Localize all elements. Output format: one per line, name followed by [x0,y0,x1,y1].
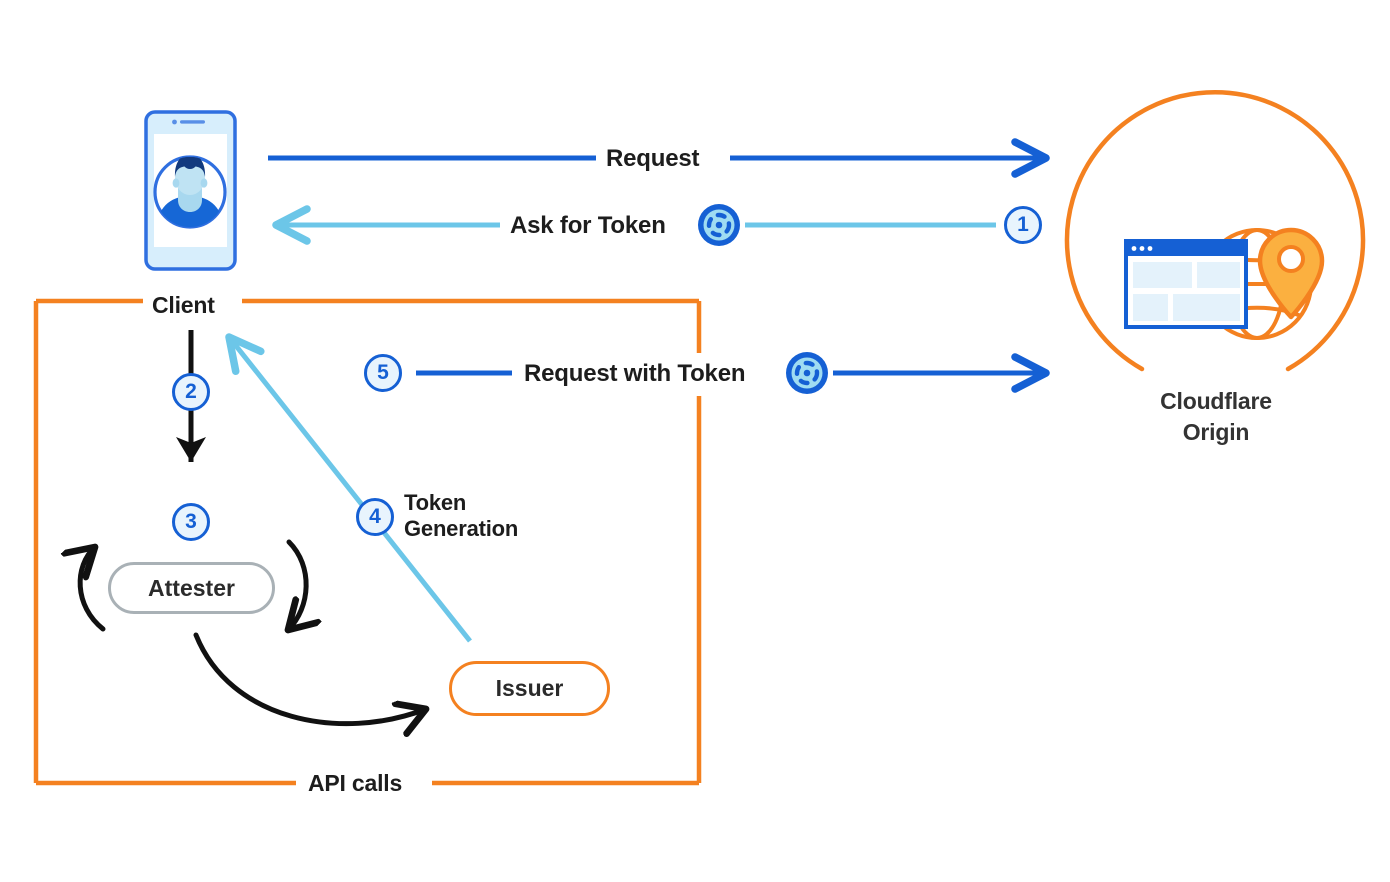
flow-label-token-generation: Token Generation [404,490,519,542]
client-boundary-box [33,298,702,786]
node-label-issuer: Issuer [495,675,564,701]
map-pin-icon [1257,227,1325,320]
node-label-cloudflare-origin: Cloudflare Origin [1160,388,1272,446]
node-issuer[interactable]: Issuer [449,661,610,716]
step-badge-3: 3 [172,503,210,541]
step-badge-4: 4 [356,498,394,536]
browser-window-icon [1124,239,1248,329]
boundary-label-client: Client [152,292,215,318]
boundary-label-api-calls: API calls [308,770,403,796]
flow-label-request-with-token: Request with Token [524,360,746,387]
user-avatar-icon [153,155,227,229]
cloudflare-origin-icon [1064,90,1366,372]
smartphone-icon [144,110,237,271]
token-icon [786,352,828,394]
flow-label-ask-for-token: Ask for Token [510,212,666,239]
api-calls-knockout [296,770,432,798]
token-icon [698,204,740,246]
step-badge-1: 1 [1004,206,1042,244]
step-badge-2: 2 [172,373,210,411]
client-label-knockout [143,288,242,316]
step-badge-5: 5 [364,354,402,392]
flow-label-request: Request [606,145,700,172]
flow-attester-loop-arrows [80,539,426,724]
node-attester[interactable]: Attester [108,562,275,614]
request-with-token-knockout [520,355,784,393]
flow-token-generation-arrow [225,333,472,643]
node-label-attester: Attester [148,574,235,601]
